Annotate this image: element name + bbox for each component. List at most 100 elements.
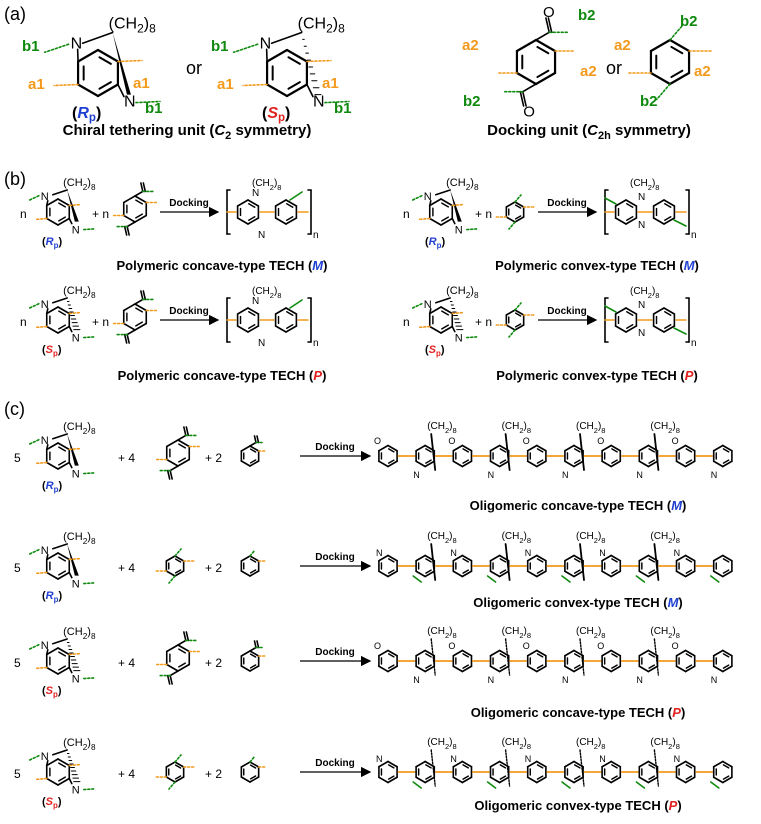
product-ring <box>677 446 695 467</box>
ring-bond <box>602 446 611 451</box>
a2-label: a2 <box>580 63 597 80</box>
chain-label: (CH2)8 <box>63 285 96 300</box>
panel-label-b: (b) <box>4 169 26 189</box>
co-bond <box>255 436 257 443</box>
a1-label: a1 <box>322 75 339 92</box>
config-letter: R <box>429 236 437 248</box>
ring-bond <box>241 571 250 576</box>
ring-bond <box>241 446 250 451</box>
ring-bond <box>714 461 723 466</box>
oligomer-product: N(CH2)8N(CH2)8N(CH2)8N(CH2)8N <box>376 531 732 582</box>
config-close: ) <box>441 344 445 356</box>
n-subscript: n <box>313 230 319 241</box>
carbonyl-bond <box>135 299 143 304</box>
ring-double-bond <box>136 308 142 312</box>
ring-bond <box>639 571 648 576</box>
ring-double-bond <box>59 325 65 329</box>
b1-dashed <box>84 229 94 230</box>
ring-bond <box>565 777 574 782</box>
chain-sub8: 8 <box>527 426 531 435</box>
caption-chirality: P <box>313 368 322 383</box>
b1-dashed <box>84 678 94 679</box>
b-bond <box>674 220 686 226</box>
chain-ch: (CH <box>576 421 594 432</box>
oxygen-atom: O <box>523 104 535 121</box>
chain-sub8: 8 <box>277 183 281 192</box>
ring-bond <box>276 326 286 332</box>
b1-dashed <box>467 229 477 230</box>
chain-ch: (CH <box>427 626 445 637</box>
plus-n-label: + n <box>92 315 109 329</box>
endcap-benzene <box>241 762 258 782</box>
or-text: or <box>606 58 622 78</box>
product-ring <box>616 308 637 332</box>
caption-docking-unit: Docking unit (C2h symmetry) <box>487 122 691 142</box>
chain-label: (CH2)8 <box>63 626 96 641</box>
chain-sub8: 8 <box>655 183 659 192</box>
caption-chirality: P <box>685 368 694 383</box>
product-ring <box>565 651 583 672</box>
chain-sub8: 8 <box>601 426 605 435</box>
nitrogen-atom: N <box>636 470 643 480</box>
tether-benzene <box>47 199 70 225</box>
caption-oligo: Oligomeric convex-type TECH (P) <box>474 798 681 813</box>
ring-double-bond <box>179 444 185 448</box>
co-bond <box>125 227 127 235</box>
nitrogen-atom: N <box>488 675 495 685</box>
ring-bond <box>58 307 69 314</box>
carbonyl-bond <box>523 84 536 92</box>
nitrogen-atom: N <box>413 675 420 685</box>
chain-label: (CH2)8 <box>63 177 96 192</box>
chain-label: (CH2)8 <box>446 285 479 300</box>
config-label: (Rp) <box>42 590 62 604</box>
b-bond <box>290 300 302 308</box>
ring-bond <box>654 200 664 206</box>
co-bond <box>168 676 170 684</box>
ring-bond <box>416 446 425 451</box>
n-bond <box>69 573 72 578</box>
chain-label: (CH2)8 <box>650 737 679 751</box>
ring-bond <box>267 85 287 97</box>
product-ring <box>276 200 297 224</box>
ring-double-bond <box>59 461 65 465</box>
ring-bond <box>238 326 248 332</box>
oxygen-atom: O <box>523 436 530 446</box>
b-bond <box>636 782 644 788</box>
ring-bond <box>287 50 307 62</box>
n-bond <box>452 327 455 332</box>
b2-label: b2 <box>463 93 481 110</box>
docking-label: Docking <box>315 647 354 658</box>
product-ring <box>616 200 637 224</box>
product-ring <box>714 651 732 672</box>
product-ring <box>416 651 434 672</box>
docking-label: Docking <box>315 442 354 453</box>
ring-double-bond <box>249 325 255 328</box>
ring-bond <box>135 304 146 311</box>
ring-double-bond <box>59 763 65 767</box>
chain-ch: (CH <box>630 178 648 189</box>
product-ring <box>379 762 397 783</box>
nitrogen-atom: N <box>638 328 645 339</box>
chain-label: (CH2)8 <box>502 531 531 545</box>
ring-bond <box>135 196 146 203</box>
plus-4-label: + 4 <box>118 767 135 781</box>
ring-bond <box>286 218 296 224</box>
ring-double-bond <box>59 447 65 451</box>
b1-label: b1 <box>22 38 40 55</box>
endcap-unit <box>241 756 266 782</box>
plus-2-label: + 2 <box>205 767 222 781</box>
nitrogen-atom: N <box>124 94 136 111</box>
config-close: ) <box>58 480 62 492</box>
carbonyl-bond <box>178 640 186 645</box>
ring-bond <box>491 461 500 466</box>
chain-sub8: 8 <box>277 291 281 300</box>
product-ring <box>379 651 397 672</box>
nitrogen-atom: N <box>525 754 532 764</box>
oxygen-atom: O <box>597 641 604 651</box>
chain-sub8: 8 <box>601 631 605 640</box>
product-ring <box>276 308 297 332</box>
chain-label: (CH2)8 <box>502 737 531 751</box>
product-ring <box>453 556 471 577</box>
product-ring <box>565 762 583 783</box>
ring-double-bond <box>288 57 299 64</box>
